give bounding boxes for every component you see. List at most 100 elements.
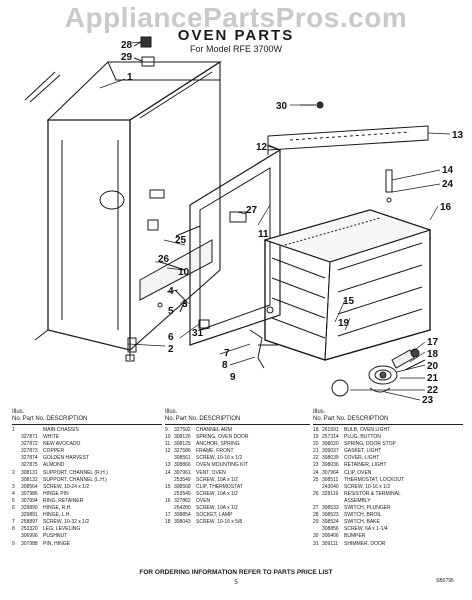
description-cell: WHITE bbox=[43, 434, 60, 441]
oven-vent bbox=[385, 169, 393, 203]
description-cell: SHIMMER, DOOR bbox=[344, 540, 386, 547]
illus-no-cell: 27 bbox=[313, 505, 319, 512]
callout-26: 26 bbox=[158, 254, 170, 265]
parts-header: Illus. No. Part No. DESCRIPTION bbox=[12, 409, 162, 425]
illus-no-cell: 25 bbox=[313, 476, 319, 483]
part-no-cell: 308511 bbox=[322, 476, 339, 483]
description-cell: SUPPORT, CHANNEL (R.H.) bbox=[43, 469, 108, 476]
description-cell: PLUG, BUTTON bbox=[344, 434, 381, 441]
description-cell: FRAME, FRONT bbox=[196, 448, 234, 455]
header-part-no: Part No. bbox=[323, 416, 346, 422]
exploded-parts-diagram: 28 29 1 30 13 12 14 24 16 27 11 25 26 10… bbox=[24, 36, 464, 405]
part-no-cell: 308524 bbox=[322, 519, 339, 526]
header-illus-no: Illus. No. bbox=[12, 409, 25, 422]
header-part-no: Part No. bbox=[175, 416, 198, 422]
illus-no-cell: 7 bbox=[12, 519, 15, 526]
illus-no-cell: 5 bbox=[12, 497, 15, 504]
part-no-cell: 307994 bbox=[21, 497, 38, 504]
part-no-cell: 329891 bbox=[21, 512, 38, 519]
callout-19: 19 bbox=[338, 318, 350, 329]
part-no-cell: 327874 bbox=[21, 455, 38, 462]
part-no-cell: 253320 bbox=[21, 526, 38, 533]
callout-20: 20 bbox=[427, 361, 439, 372]
description-cell: MAIN CHASSIS bbox=[43, 427, 79, 433]
part-no-cell: 257314 bbox=[322, 434, 339, 441]
description-cell: SCREW, 10-16 x 5/8 bbox=[196, 519, 243, 526]
callout-17: 17 bbox=[427, 337, 439, 348]
part-no-cell: 307986 bbox=[21, 490, 38, 497]
part-no-cell: 308125 bbox=[174, 441, 191, 448]
part-no-cell: 308856 bbox=[322, 526, 339, 533]
doc-code: SB0796 bbox=[436, 578, 454, 584]
header-description: DESCRIPTION bbox=[46, 416, 88, 422]
part-no-cell: 327873 bbox=[21, 448, 38, 455]
description-cell: NEW AVOCADO bbox=[43, 441, 81, 448]
part-no-cell: 253549 bbox=[174, 490, 191, 497]
illus-no-cell: 21 bbox=[313, 448, 319, 455]
illus-no-cell: 4 bbox=[12, 490, 15, 497]
illus-no-cell: 13 bbox=[165, 462, 171, 469]
callout-10: 10 bbox=[178, 267, 190, 278]
description-cell: RETAINER, LIGHT bbox=[344, 462, 387, 469]
callout-1: 1 bbox=[127, 72, 133, 83]
illus-no-cell: 28 bbox=[313, 512, 319, 519]
part-no-cell: 328119 bbox=[322, 490, 339, 497]
description-cell: ASSEMBLY bbox=[344, 497, 371, 504]
parts-row: 327871 WHITE bbox=[12, 434, 162, 441]
description-cell: SUPPORT, CHANNEL (L.H.) bbox=[43, 476, 107, 483]
page-number: 5 bbox=[234, 580, 238, 586]
description-cell: SCREW, 10A x 1/2 bbox=[196, 476, 238, 483]
part-no-cell: 264280 bbox=[174, 505, 191, 512]
description-cell: SCREW, 10A x 1/2 bbox=[196, 490, 238, 497]
part-no-cell: 243040 bbox=[322, 483, 339, 490]
part-no-cell: 327871 bbox=[21, 434, 38, 441]
illus-no-cell: 18 bbox=[165, 519, 171, 526]
callout-30: 30 bbox=[276, 101, 288, 112]
part-no-cell: 308039 bbox=[322, 455, 339, 462]
parts-row: 253549 SCREW, 10A x 1/2 bbox=[165, 491, 310, 498]
part-no-cell: 253549 bbox=[174, 476, 191, 483]
callout-21: 21 bbox=[427, 373, 439, 384]
description-cell: SCREW, 10-16 x 1/2 bbox=[196, 455, 243, 462]
watermark: AppliancePartsPros.com bbox=[64, 2, 408, 33]
description-cell: CLIP, OVEN bbox=[344, 469, 372, 476]
illus-no-cell: 11 bbox=[165, 441, 171, 448]
illus-no-cell: 14 bbox=[165, 469, 171, 476]
callout-16: 16 bbox=[440, 202, 452, 213]
thermostat-parts bbox=[147, 189, 247, 313]
description-cell: PUSHNUT bbox=[43, 533, 68, 540]
part-no-cell: 308043 bbox=[174, 519, 191, 526]
part-no-cell: 327872 bbox=[21, 441, 38, 448]
part-no-cell: 308131 bbox=[21, 469, 38, 476]
header-description: DESCRIPTION bbox=[199, 416, 241, 422]
illus-no-cell: 29 bbox=[313, 519, 319, 526]
part-no-cell: 327862 bbox=[174, 497, 191, 504]
part-no-cell: 258897 bbox=[21, 519, 38, 526]
parts-row: 327872 NEW AVOCADO bbox=[12, 441, 162, 448]
description-cell: HINGE, R.H. bbox=[43, 505, 72, 512]
description-cell: CHANNEL ARM bbox=[196, 427, 232, 433]
